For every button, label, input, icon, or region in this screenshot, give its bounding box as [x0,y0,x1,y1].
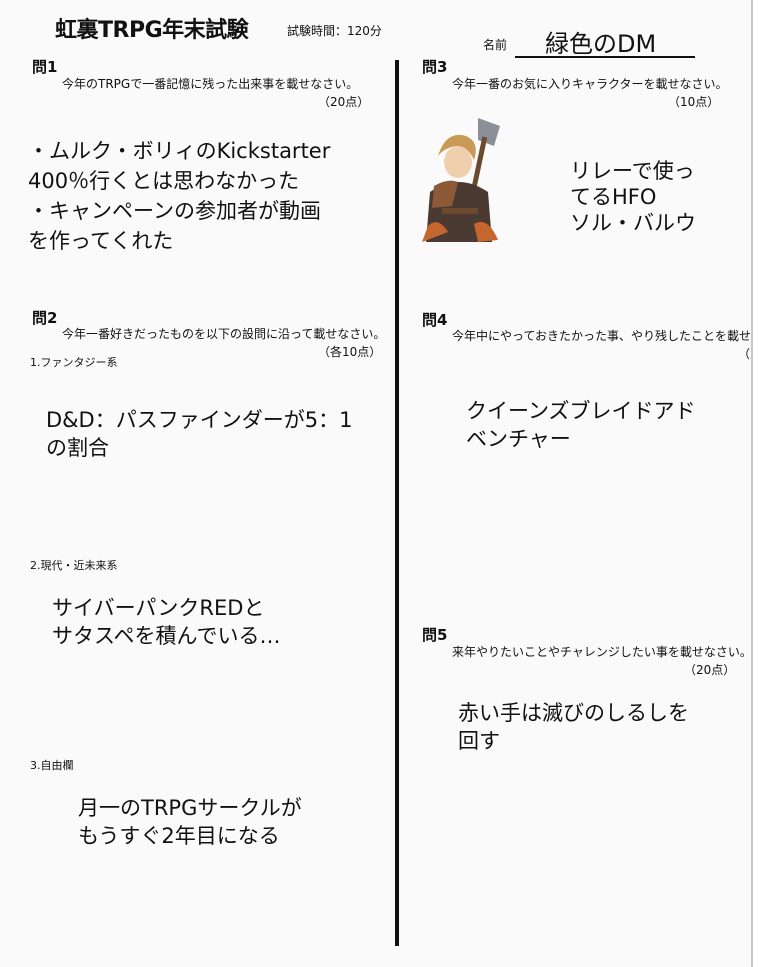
column-divider [395,60,399,946]
name-label: 名前 [483,38,508,52]
q3-points: （10点） [668,95,720,109]
q5-prompt: 来年やりたいことやチャレンジしたい事を載せなさい。 [452,645,751,659]
q2-prompt: 今年一番好きだったものを以下の設問に沿って載せなさい。 [62,327,386,341]
q5-points: （20点） [684,663,736,677]
q1-label: 問1 [32,58,58,76]
q4-answer: クイーンズブレイドアド ベンチャー [466,399,696,451]
exam-title: 虹裏TRPG年末試験 [55,18,249,43]
q2-part3-answer: 月一のTRPGサークルが もうすぐ2年目になる [78,796,302,848]
exam-time: 試験時間：120分 [287,24,382,38]
q4-label: 問4 [422,311,448,329]
q1-points: （20点） [318,95,370,109]
name-value: 緑色のDM [545,30,657,58]
q4-prompt: 今年中にやっておきたかった事、やり残したことを載せなさい。 [452,329,751,343]
q2-part2-label: 2.現代・近未来系 [30,559,118,572]
q2-part2-answer: サイバーパンクREDと サタスペを積んでいる… [52,596,281,648]
q3-label: 問3 [422,58,448,76]
q2-part1-answer: D&D：パスファインダーが5：1 の割合 [46,408,353,460]
q5-label: 問5 [422,626,448,644]
q4-points: （20点） [738,347,751,361]
character-portrait [422,118,500,242]
q2-label: 問2 [32,309,58,327]
q2-points: （各10点） [318,345,382,359]
q2-part3-label: 3.自由欄 [30,759,74,772]
q5-answer: 赤い手は滅びのしるしを 回す [458,701,689,753]
q1-prompt: 今年のTRPGで一番記憶に残った出来事を載せなさい。 [62,77,359,91]
q2-part1-label: 1.ファンタジー系 [30,356,118,369]
q3-prompt: 今年一番のお気に入りキャラクターを載せなさい。 [452,77,728,91]
q1-answer: ・ムルク・ボリィのKickstarter 400％行くとは思わなかった ・キャン… [28,139,331,253]
name-underline [515,56,695,58]
q3-answer: リレーで使っ てるHFO ソル・バルウ [570,159,696,235]
